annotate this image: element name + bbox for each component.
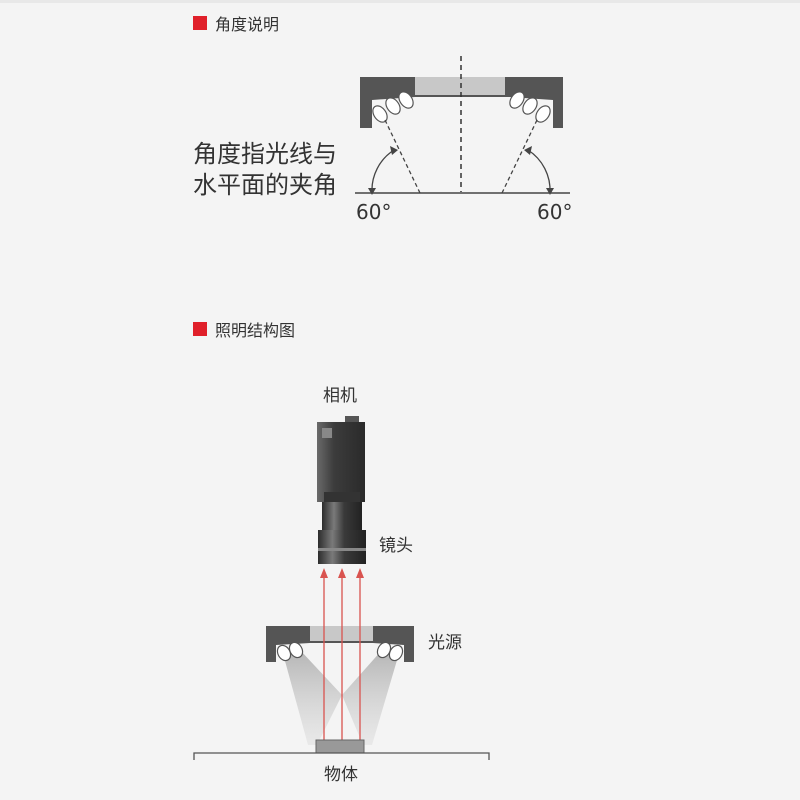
led-right-icon [509,91,551,123]
lens-icon [318,502,366,564]
angle-label-right: 60° [537,200,572,224]
angle-label-left: 60° [356,200,391,224]
reflected-rays [323,572,361,742]
light-beam-left [282,650,342,745]
object-base-line [193,752,490,760]
angle-caption-line1: 角度指光线与 [193,140,337,168]
object-label: 物体 [324,765,358,785]
ray-arrowheads [320,568,364,578]
angle-caption-line2: 水平面的夹角 [193,171,337,199]
light-beam-right [342,650,400,745]
bullet-square-icon [193,322,207,336]
led-left-icon [276,641,304,662]
object-block [315,739,365,754]
camera-label: 相机 [323,386,357,406]
ring-light [266,626,414,662]
light-source-label: 光源 [428,633,462,653]
led-right-icon [376,641,404,662]
angle-section-title: 角度说明 [215,15,280,34]
structure-section-header: 照明结构图 [193,317,295,341]
structure-section-title: 照明结构图 [215,321,296,340]
angle-section-header: 角度说明 [193,11,279,35]
lens-label: 镜头 [379,536,413,556]
ring-light-top [360,77,563,128]
bullet-square-icon [193,16,207,30]
led-left-icon [372,91,414,123]
top-border [0,0,800,3]
camera-icon [317,416,365,502]
